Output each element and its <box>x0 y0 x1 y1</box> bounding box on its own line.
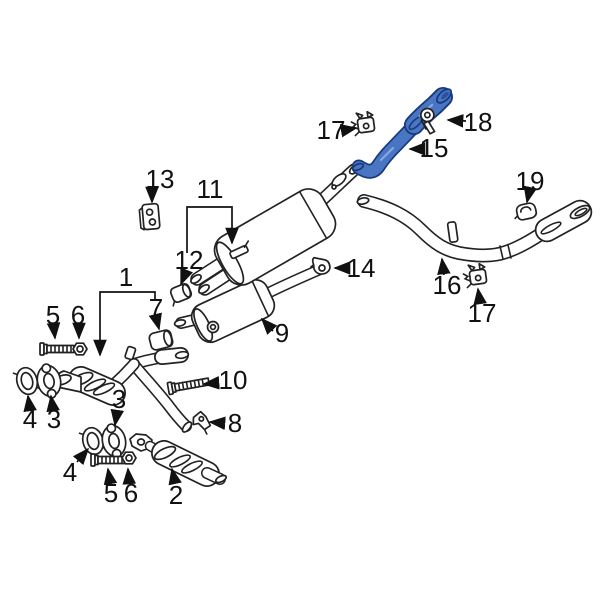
exhaust-tail-pipe[interactable] <box>356 194 593 263</box>
bolt-icon[interactable] <box>39 342 75 356</box>
callout-label[interactable]: 3 <box>112 384 126 414</box>
callout-label[interactable]: 4 <box>63 457 77 487</box>
callout-label[interactable]: 11 <box>197 174 224 204</box>
callout-label[interactable]: 5 <box>46 300 60 330</box>
callout-label[interactable]: 8 <box>228 408 242 438</box>
callout-label[interactable]: 2 <box>169 480 183 510</box>
hanger-bracket-icon[interactable] <box>310 256 331 275</box>
callout-label[interactable]: 19 <box>516 166 545 196</box>
callout-label[interactable]: 16 <box>433 270 462 300</box>
callout-label[interactable]: 6 <box>124 478 138 508</box>
hanger-insulator-icon[interactable] <box>461 262 489 289</box>
nut-icon[interactable] <box>121 451 137 465</box>
callout-label[interactable]: 10 <box>219 365 248 395</box>
callout-label[interactable]: 17 <box>317 115 346 145</box>
callout-label[interactable]: 5 <box>104 478 118 508</box>
callout-label[interactable]: 9 <box>275 318 289 348</box>
callout-leaders <box>23 114 537 486</box>
muffler-hanger-rod[interactable] <box>228 240 252 260</box>
callout-label[interactable]: 17 <box>468 298 497 328</box>
hanger-insulator-icon[interactable] <box>349 110 377 137</box>
mounting-bracket-icon[interactable] <box>191 410 212 435</box>
callout-label[interactable]: 7 <box>149 293 163 323</box>
clamp-icon[interactable] <box>513 202 538 221</box>
callout-label[interactable]: 3 <box>47 404 61 434</box>
callout-label[interactable]: 13 <box>146 164 175 194</box>
insulator-icon[interactable] <box>138 202 161 231</box>
callout-label[interactable]: 12 <box>175 245 204 275</box>
callout-label[interactable]: 14 <box>347 253 376 283</box>
catalytic-converter[interactable] <box>129 433 228 487</box>
clamp-icon[interactable] <box>418 107 439 135</box>
muffler[interactable] <box>189 162 362 296</box>
flange-icon[interactable] <box>33 360 65 402</box>
callout-label[interactable]: 18 <box>464 107 493 137</box>
callout-label[interactable]: 6 <box>71 300 85 330</box>
front-exhaust-pipe-assembly[interactable] <box>52 345 193 433</box>
long-bolt-icon[interactable] <box>166 376 211 396</box>
bolt-icon[interactable] <box>90 453 126 467</box>
callout-label[interactable]: 1 <box>119 262 133 292</box>
callout-label[interactable]: 4 <box>23 404 37 434</box>
coupler-clamp-icon[interactable] <box>148 329 174 351</box>
callout-label[interactable]: 15 <box>420 133 449 163</box>
nut-icon[interactable] <box>72 342 88 356</box>
clamp-bracket-icon[interactable] <box>167 282 193 307</box>
